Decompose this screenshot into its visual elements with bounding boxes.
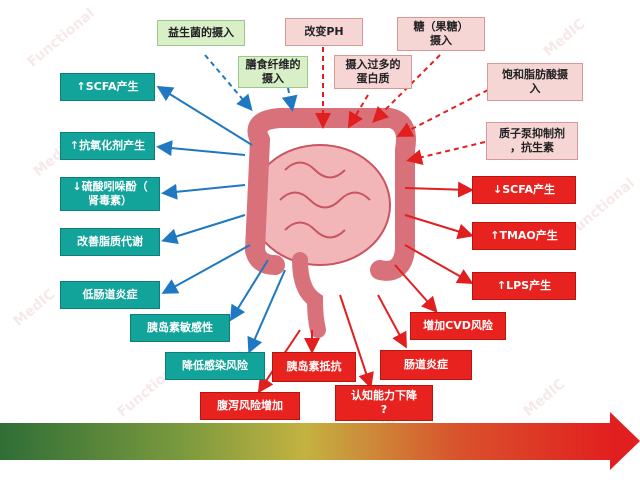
positive-effect-label: 降低感染风险: [182, 359, 248, 372]
arrow-positive: [229, 259, 269, 322]
input-ph: 改变PH: [285, 18, 363, 46]
input-sugar-label: 糖（果糖） 摄入: [413, 20, 469, 47]
negative-effect-label: ↑LPS产生: [496, 279, 552, 292]
arrow-positive: [161, 183, 246, 200]
negative-effect-label: ↓SCFA产生: [493, 183, 555, 196]
input-fiber-label: 膳食纤维的 摄入: [245, 58, 301, 85]
arrow-positive: [156, 85, 253, 146]
positive-effect-label: ↑抗氧化剂产生: [69, 139, 146, 152]
arrow-positive: [161, 214, 246, 245]
arrow-fiber: [281, 87, 298, 112]
input-saturated-fat: 饱和脂肪酸摄 入: [487, 63, 583, 101]
input-probiotics-label: 益生菌的摄入: [168, 26, 234, 39]
arrow-negative: [394, 264, 438, 313]
input-saturated-fat-label: 饱和脂肪酸摄 入: [502, 68, 568, 95]
negative-effect: ↑TMAO产生: [472, 222, 576, 250]
arrow-negative: [404, 244, 474, 284]
negative-effect-label: 胰岛素抵抗: [286, 360, 342, 373]
negative-effect: ↑LPS产生: [472, 272, 576, 300]
arrow-negative: [339, 294, 374, 389]
positive-effect-label: 改善脂质代谢: [77, 235, 143, 248]
input-ph-label: 改变PH: [304, 25, 344, 38]
positive-effect: 降低感染风险: [165, 352, 265, 380]
positive-effect-label: 低肠道炎症: [82, 288, 138, 301]
input-protein: 摄入过多的 蛋白质: [334, 55, 412, 89]
arrow-positive: [156, 140, 246, 157]
positive-effect: ↓硫酸吲哚酚（ 肾毒素）: [60, 177, 160, 211]
negative-effect-label: 认知能力下降 ?: [351, 389, 417, 416]
positive-effect: ↑抗氧化剂产生: [60, 132, 155, 160]
negative-effect: 认知能力下降 ?: [335, 385, 433, 421]
positive-effect: 低肠道炎症: [60, 281, 160, 309]
gradient-bar-arrowhead: [610, 412, 640, 470]
negative-effect: 腹泻风险增加: [200, 392, 300, 420]
input-ppi-antibiotics: 质子泵抑制剂 ，抗生素: [486, 122, 578, 160]
negative-effect-label: 增加CVD风险: [423, 319, 493, 332]
gradient-bar: [0, 423, 612, 460]
negative-effect: 增加CVD风险: [410, 312, 506, 340]
positive-effect-label: ↓硫酸吲哚酚（ 肾毒素）: [72, 180, 148, 207]
input-protein-label: 摄入过多的 蛋白质: [345, 58, 401, 85]
negative-effect-label: ↑TMAO产生: [490, 229, 558, 242]
positive-effect: ↑SCFA产生: [60, 73, 155, 101]
arrow-negative: [404, 214, 474, 240]
intestine-illustration: [244, 108, 416, 338]
arrow-negative: [377, 294, 407, 349]
positive-effect-label: ↑SCFA产生: [76, 80, 139, 93]
negative-effect-label: 肠道炎症: [404, 358, 448, 371]
arrow-positive: [247, 269, 286, 354]
positive-effect-label: 胰岛素敏感性: [147, 321, 213, 334]
arrow-negative: [404, 181, 474, 198]
negative-effect: 肠道炎症: [380, 350, 472, 380]
positive-effect: 胰岛素敏感性: [130, 314, 230, 342]
negative-effect: ↓SCFA产生: [472, 176, 576, 204]
input-fiber: 膳食纤维的 摄入: [238, 56, 308, 88]
positive-effect: 改善脂质代谢: [60, 228, 160, 256]
input-probiotics: 益生菌的摄入: [157, 20, 245, 46]
arrow-ppi: [406, 141, 486, 165]
arrow-positive: [161, 244, 251, 294]
arrow-probiotics: [204, 54, 253, 112]
input-ppi-label: 质子泵抑制剂 ，抗生素: [499, 127, 565, 154]
arrow-saturated-fat: [396, 89, 489, 137]
arrow-protein: [347, 94, 369, 129]
negative-effect-label: 腹泻风险增加: [217, 399, 283, 412]
input-sugar: 糖（果糖） 摄入: [397, 17, 485, 51]
negative-effect: 胰岛素抵抗: [272, 352, 356, 382]
